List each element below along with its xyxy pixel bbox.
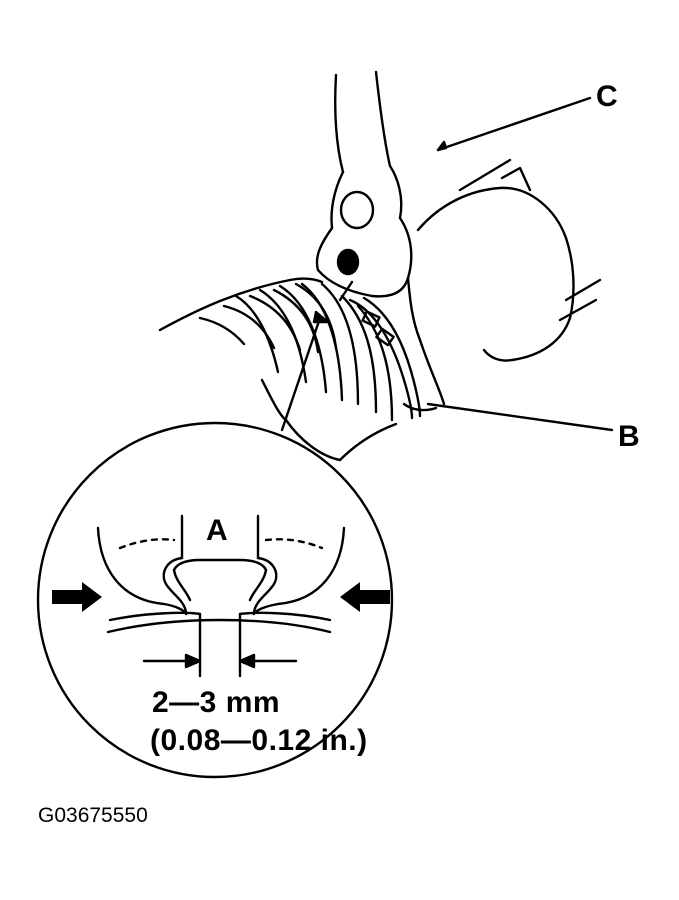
figure-code: G03675550 xyxy=(38,804,148,827)
leader-lines xyxy=(280,96,614,432)
callout-label-c: C xyxy=(596,80,618,113)
housing xyxy=(406,158,602,406)
clamp-band xyxy=(348,296,438,420)
callout-label-b: B xyxy=(618,420,640,453)
press-arrows xyxy=(52,582,390,612)
dimension-mm: 2—3 mm xyxy=(152,686,281,719)
left-press-arrow-icon xyxy=(52,582,102,612)
pliers-tool xyxy=(315,70,413,302)
crimp-detail xyxy=(96,514,346,678)
detail-magnifier xyxy=(36,421,394,779)
cv-boot xyxy=(158,277,398,462)
callout-label-a: A xyxy=(206,514,228,547)
right-press-arrow-icon xyxy=(340,582,390,612)
dimension-inches: (0.08—0.12 in.) xyxy=(150,724,368,757)
